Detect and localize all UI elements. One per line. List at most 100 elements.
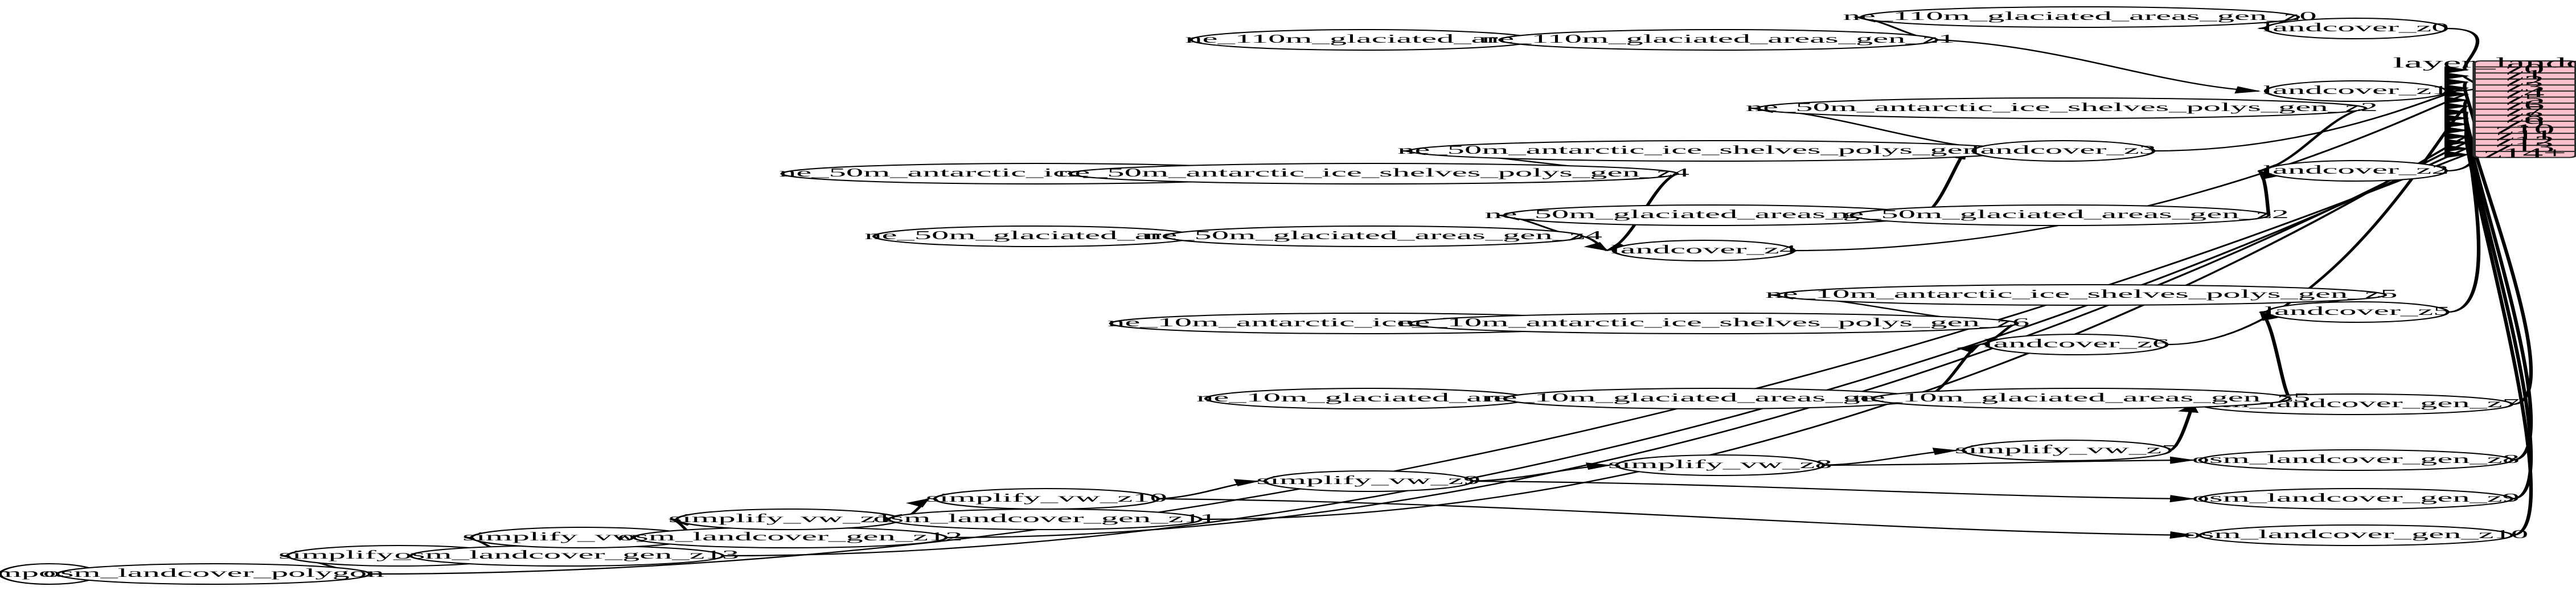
record-row-z3[interactable]: z3: [2506, 79, 2545, 95]
node-ellipse[interactable]: [2263, 80, 2448, 102]
node-label: osm_landcover_gen_z12: [618, 530, 963, 543]
graph-node-landcover_z4[interactable]: landcover_z4: [1611, 240, 1796, 261]
record-row-z11[interactable]: z11: [2496, 127, 2554, 143]
node-ellipse[interactable]: [2198, 449, 2514, 471]
graph-edge-landcover_z6--to--layer_landcover-z6: [2167, 102, 2470, 346]
graph-node-landcover_z2[interactable]: landcover_z2: [2263, 160, 2449, 182]
node-ellipse[interactable]: [1611, 240, 1796, 261]
record-row-z2[interactable]: z2: [2506, 73, 2545, 89]
node-ellipse[interactable]: [2198, 524, 2514, 546]
node-ellipse[interactable]: [1756, 97, 2368, 119]
graph-edge-simplify_vw_z8--to--simplify_vw_z7: [1823, 448, 1959, 466]
graph-node-simplify_vw_z7[interactable]: simplify_vw_z7: [1955, 440, 2179, 461]
graph-node-ne_110m_glaciated_areas_gen_z0[interactable]: ne_110m_glaciated_areas_gen_z0: [1843, 6, 2317, 28]
node-label: landcover_z1: [2263, 84, 2448, 97]
graph-node-simplify_vw_z9[interactable]: simplify_vw_z9: [1257, 470, 1481, 492]
node-label: landcover_z6: [1984, 337, 2169, 350]
graph-node-ne_110m_glaciated_areas_gen_z1[interactable]: ne_110m_glaciated_areas_gen_z1: [1482, 29, 1955, 51]
record-row-z7[interactable]: z7: [2506, 103, 2545, 119]
graph-node-ne_50m_glaciated_areas_gen_z3[interactable]: ne_50m_glaciated_areas_gen_z3: [1484, 204, 1942, 226]
graph-node-osm_landcover_gen_z8[interactable]: osm_landcover_gen_z8: [2192, 449, 2520, 471]
graph-node-ne_10m_antarctic_ice_shelves_polys_gen_z5[interactable]: ne_10m_antarctic_ice_shelves_polys_gen_z…: [1766, 284, 2398, 306]
node-label: landcover_z3: [1971, 143, 2156, 157]
graph-node-ne_10m_glaciated_areas_gen_z6[interactable]: ne_10m_glaciated_areas_gen_z6: [1484, 388, 1942, 409]
node-ellipse[interactable]: [2263, 18, 2448, 39]
graph-node-ne_50m_antarctic_ice_shelves_polys_gen_z2[interactable]: ne_50m_antarctic_ice_shelves_polys_gen_z…: [1746, 97, 2378, 119]
node-ellipse[interactable]: [2265, 301, 2450, 323]
graph-node-osm_landcover_gen_z11[interactable]: osm_landcover_gen_z11: [873, 509, 1217, 530]
record-row-z12[interactable]: z12: [2495, 133, 2554, 149]
node-ellipse[interactable]: [1871, 388, 2292, 409]
graph-node-landcover_z5[interactable]: landcover_z5: [2265, 301, 2450, 323]
graph-node-ne_50m_glaciated_areas_gen_z4[interactable]: ne_50m_glaciated_areas_gen_z4: [1145, 225, 1602, 247]
node-ellipse[interactable]: [2198, 488, 2514, 510]
record-row-z0[interactable]: z0: [2506, 61, 2545, 77]
record-row-z9[interactable]: z9: [2506, 115, 2545, 131]
record-header-label: layer_landcover: [2393, 55, 2576, 71]
node-label: ne_110m_glaciated_areas: [1185, 32, 1542, 46]
node-ellipse[interactable]: [1775, 284, 2388, 306]
graph-node-landcover_z0[interactable]: landcover_z0: [2263, 18, 2449, 39]
node-label: ne_50m_glaciated_areas_gen_z4: [1145, 229, 1602, 242]
record-row-z4[interactable]: z4: [2506, 85, 2545, 101]
graph-node-osm_landcover_gen_z10[interactable]: osm_landcover_gen_z10: [2184, 524, 2529, 546]
node-ellipse[interactable]: [1849, 204, 2271, 226]
node-ellipse[interactable]: [1961, 440, 2172, 461]
node-ellipse[interactable]: [1615, 454, 1826, 476]
record-row-z1[interactable]: z1: [2506, 67, 2545, 83]
graph-node-ne_10m_glaciated_areas_gen_z5[interactable]: ne_10m_glaciated_areas_gen_z5: [1853, 388, 2311, 409]
graph-node-simplify_vw_z8[interactable]: simplify_vw_z8: [1608, 454, 1832, 476]
node-ellipse[interactable]: [1498, 29, 1939, 51]
node-label: ne_50m_glaciated_areas: [864, 229, 1205, 242]
graph-edge-osm_landcover_gen_z12--to--layer_landcover-z12: [946, 139, 2470, 539]
record-row-z13[interactable]: z13: [2495, 139, 2554, 155]
graph-node-landcover_z3[interactable]: landcover_z3: [1971, 140, 2156, 162]
graph-node-simplify_vw_z11[interactable]: simplify_vw_z11: [668, 509, 909, 530]
record-row-z14+[interactable]: z14+: [2484, 145, 2566, 161]
graph-node-osm_landcover_gen_z13[interactable]: osm_landcover_gen_z13: [395, 545, 740, 567]
node-ellipse[interactable]: [2263, 160, 2448, 182]
graph-node-ne_50m_antarctic_ice_shelves_polys_gen_z3[interactable]: ne_50m_antarctic_ice_shelves_polys_gen_z…: [1397, 140, 2029, 162]
node-ellipse[interactable]: [1984, 334, 2169, 355]
graph-node-osm_landcover_gen_z9[interactable]: osm_landcover_gen_z9: [2192, 488, 2520, 510]
graph-edge-simplify_vw_z10--to--simplify_vw_z9: [1158, 479, 1261, 500]
node-label: ne_10m_glaciated_areas_gen_z5: [1853, 391, 2311, 404]
node-ellipse[interactable]: [1068, 163, 1679, 184]
node-ellipse[interactable]: [1408, 313, 2019, 334]
node-label: landcover_z2: [2263, 163, 2448, 177]
graph-node-landcover_z1[interactable]: landcover_z1: [2263, 80, 2449, 102]
graph-edge-osm_landcover_polygon--to--layer_landcover-z14+: [370, 151, 2470, 575]
node-label: osm_landcover_polygon: [43, 567, 384, 580]
graph-node-ne_10m_glaciated_areas[interactable]: ne_10m_glaciated_areas: [1196, 388, 1537, 409]
record-row-z10[interactable]: z10: [2495, 121, 2554, 137]
node-ellipse[interactable]: [1971, 140, 2156, 162]
graph-node-ne_10m_antarctic_ice_shelves_polys_gen_z6[interactable]: ne_10m_antarctic_ice_shelves_polys_gen_z…: [1397, 313, 2029, 334]
record-row-z8[interactable]: z8: [2506, 109, 2545, 125]
node-ellipse[interactable]: [1860, 6, 2300, 28]
graph-node-landcover_z6[interactable]: landcover_z6: [1984, 334, 2169, 355]
node-label: ne_10m_antarctic_ice_shelves_polys_gen_z…: [1397, 316, 2029, 329]
node-ellipse[interactable]: [56, 563, 372, 585]
graph-node-ne_50m_antarctic_ice_shelves_polys_gen_z4[interactable]: ne_50m_antarctic_ice_shelves_polys_gen_z…: [1057, 163, 1689, 184]
node-label: osm_landcover_gen_z10: [2184, 528, 2529, 541]
graph-node-osm_landcover_polygon[interactable]: osm_landcover_polygon: [43, 563, 384, 585]
node-ellipse[interactable]: [1163, 225, 1584, 247]
graph-node-osm_landcover_gen_z12[interactable]: osm_landcover_gen_z12: [618, 527, 963, 548]
node-label: osm_landcover_gen_z8: [2192, 453, 2520, 466]
record-row-z5[interactable]: z5: [2506, 91, 2545, 107]
node-label: ne_50m_antarctic_ice_shelves_polys_gen_z…: [1746, 101, 2378, 114]
record-node-layer: layer_landcoverz0z1z2z3z4z5z6z7z8z9z10z1…: [2393, 55, 2576, 161]
node-label: ne_50m_glaciated_areas_gen_z3: [1484, 208, 1942, 221]
record-row-z6[interactable]: z6: [2506, 97, 2545, 113]
node-ellipse[interactable]: [933, 488, 1160, 510]
graph-edge-landcover_z0--to--layer_landcover-z0: [2444, 27, 2479, 74]
graph-edge-ne_10m_glaciated_areas_gen_z5--to--landcover_z5: [2259, 311, 2292, 399]
graph-node-ne_50m_glaciated_areas_gen_z2[interactable]: ne_50m_glaciated_areas_gen_z2: [1831, 204, 2289, 226]
node-label: ne_10m_antarctic_ice_shelves_polys_gen_z…: [1766, 288, 2398, 301]
node-label: ne_10m_glaciated_areas: [1196, 391, 1537, 404]
graph-node-simplify_vw_z12[interactable]: simplify_vw_z12: [462, 527, 704, 548]
graph-node-simplify_vw_z10[interactable]: simplify_vw_z10: [926, 488, 1167, 510]
node-ellipse[interactable]: [1263, 470, 1474, 492]
